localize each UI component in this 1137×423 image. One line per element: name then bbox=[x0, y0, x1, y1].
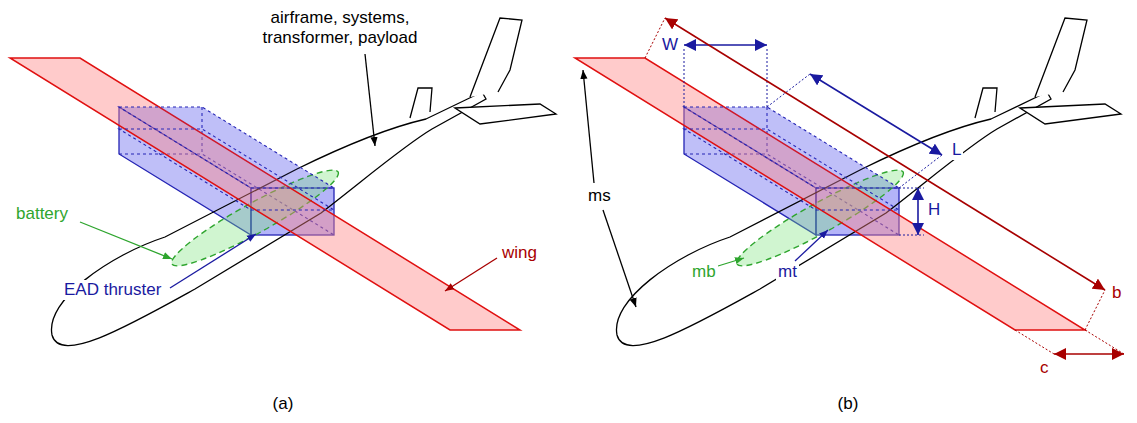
panel-label: (a) bbox=[271, 394, 296, 414]
leader-line bbox=[80, 222, 172, 259]
dimension-line bbox=[665, 18, 1105, 290]
dimension-line bbox=[810, 74, 942, 155]
dimension-label: c bbox=[1038, 358, 1051, 378]
leader-line bbox=[603, 210, 636, 307]
dimension-label: W bbox=[660, 35, 680, 55]
panel-label: (b) bbox=[836, 394, 861, 414]
dimension-label: H bbox=[926, 200, 942, 220]
leader-line bbox=[718, 258, 744, 266]
mass-label: mt bbox=[776, 262, 799, 282]
mass-label: ms bbox=[586, 186, 613, 206]
leader-line bbox=[583, 70, 594, 183]
dimension-label: L bbox=[950, 140, 963, 160]
dimension-line bbox=[684, 44, 767, 46]
part-label: airframe, systems, transformer, payload bbox=[243, 8, 437, 48]
part-label: battery bbox=[14, 204, 70, 224]
aircraft-panel-a bbox=[10, 18, 556, 346]
part-label: wing bbox=[500, 243, 539, 263]
extension-line bbox=[645, 18, 1105, 330]
extension-line bbox=[684, 49, 767, 107]
dimension-line bbox=[917, 188, 919, 235]
aircraft-panel-b bbox=[575, 18, 1121, 346]
mass-label: mb bbox=[690, 262, 718, 282]
dimension-label: b bbox=[1110, 283, 1123, 303]
extension-line bbox=[767, 74, 942, 188]
part-label: EAD thruster bbox=[62, 280, 163, 300]
leader-line bbox=[170, 234, 256, 288]
extension-line bbox=[1015, 330, 1124, 354]
extension-line bbox=[899, 188, 924, 235]
leader-line bbox=[795, 230, 828, 261]
leader-line bbox=[365, 54, 375, 146]
dimension-line bbox=[1054, 353, 1124, 355]
leader-line bbox=[445, 258, 497, 291]
